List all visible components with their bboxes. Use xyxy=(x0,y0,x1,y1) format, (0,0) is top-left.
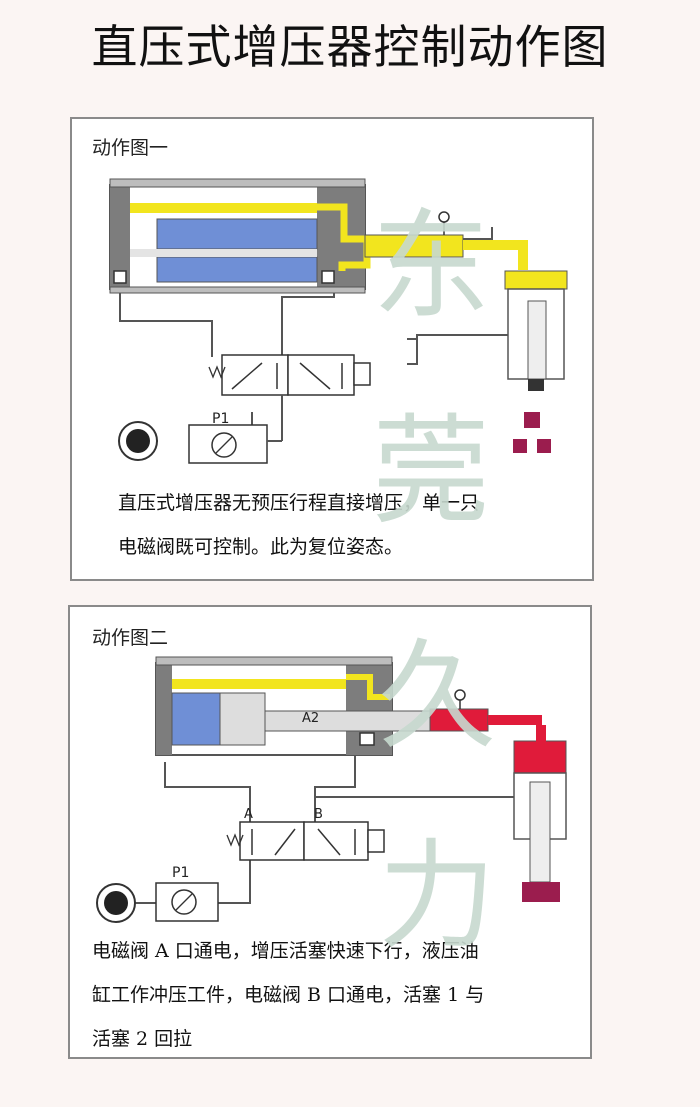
diagram2-schematic xyxy=(96,656,567,923)
hydraulic-cylinder-1 xyxy=(504,270,568,391)
panel2-caption-line3: 活塞 2 回拉 xyxy=(92,1028,193,1050)
hydraulic-cylinder-2 xyxy=(513,725,567,902)
cylinder-1 xyxy=(109,178,366,294)
panel1-label: 动作图一 xyxy=(92,137,169,159)
solenoid-valve-2 xyxy=(226,821,385,861)
action-diagram-2: 动作图二 xyxy=(68,605,592,1059)
panel2-valve-label: P1 xyxy=(172,865,190,881)
panel2-label: 动作图二 xyxy=(92,627,169,649)
panel1-caption-line1: 直压式增压器无预压行程直接增压，单一只 xyxy=(118,492,480,514)
solenoid-valve-1 xyxy=(208,354,371,396)
diagram1-schematic xyxy=(109,178,568,464)
panel1-caption-line2: 电磁阀既可控制。此为复位姿态。 xyxy=(118,536,404,558)
panel2-caption-line1: 电磁阀 A 口通电，增压活塞快速下行，液压油 xyxy=(92,940,479,962)
panel1-valve-label: P1 xyxy=(212,411,230,427)
panel2-caption-line2: 缸工作冲压工件，电磁阀 B 口通电，活塞 1 与 xyxy=(92,984,485,1006)
panel2-port-b: B xyxy=(314,807,323,822)
panel2-piston-label: A2 xyxy=(302,711,320,726)
cylinder-2 xyxy=(155,656,431,756)
action-diagram-1: 动作图一 xyxy=(70,117,594,581)
panel2-port-a: A xyxy=(244,807,253,822)
page-title: 直压式增压器控制动作图 xyxy=(91,20,609,74)
